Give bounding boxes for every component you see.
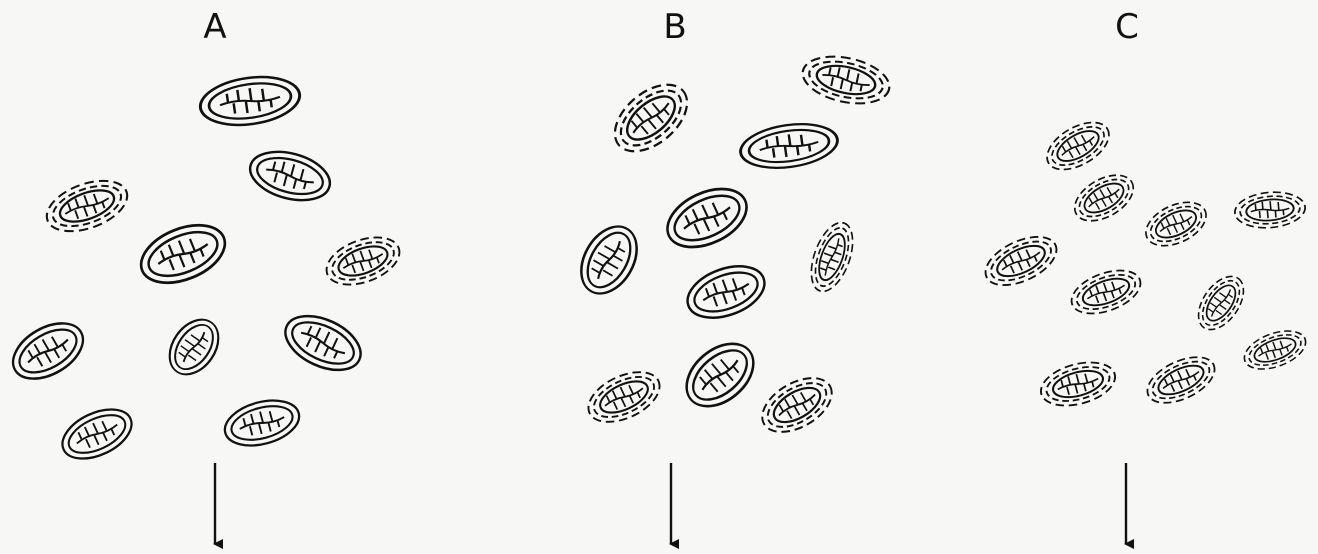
panel-c	[978, 113, 1311, 544]
mitochondrion-damaged-icon	[1239, 324, 1310, 377]
mitochondrion-damaged-icon	[1189, 268, 1252, 337]
mitochondrion-intact-icon	[197, 71, 302, 131]
mitochondrion-intact-icon	[658, 177, 756, 258]
mitochondrion-damaged-icon	[40, 171, 134, 241]
mitochondrion-damaged-icon	[1140, 348, 1221, 412]
panel-a	[4, 71, 406, 544]
mitochondrion-intact-icon	[245, 144, 335, 208]
mitochondrion-damaged-icon	[1139, 194, 1213, 255]
mitochondrion-intact-icon	[220, 393, 304, 453]
mitochondrion-damaged-icon	[753, 367, 841, 443]
mitochondrion-intact-icon	[160, 310, 229, 383]
mitochondrion-intact-icon	[681, 257, 772, 328]
mitochondrion-damaged-icon	[1066, 262, 1146, 322]
mitochondrion-intact-icon	[55, 400, 139, 469]
mitochondrion-damaged-icon	[320, 228, 406, 293]
mitochondrion-intact-icon	[277, 305, 369, 381]
mitochondrion-damaged-icon	[603, 72, 700, 165]
mitochondrion-intact-icon	[738, 119, 840, 174]
mitochondrion-damaged-icon	[803, 217, 861, 297]
mitochondrion-damaged-icon	[1067, 166, 1141, 230]
mitochondrion-damaged-icon	[1039, 113, 1117, 179]
mitochondrion-intact-icon	[675, 331, 766, 419]
mitochondrion-intact-icon	[570, 217, 648, 304]
mitochondrion-damaged-icon	[1036, 355, 1120, 413]
mitochondrion-intact-icon	[4, 312, 93, 390]
panel-b	[570, 49, 894, 544]
mitochondrion-damaged-icon	[798, 49, 893, 110]
mitochondrion-damaged-icon	[581, 362, 668, 432]
mitochondrion-damaged-icon	[1233, 189, 1306, 230]
mitochondrion-intact-icon	[133, 214, 234, 294]
mitochondrion-damaged-icon	[978, 227, 1064, 295]
